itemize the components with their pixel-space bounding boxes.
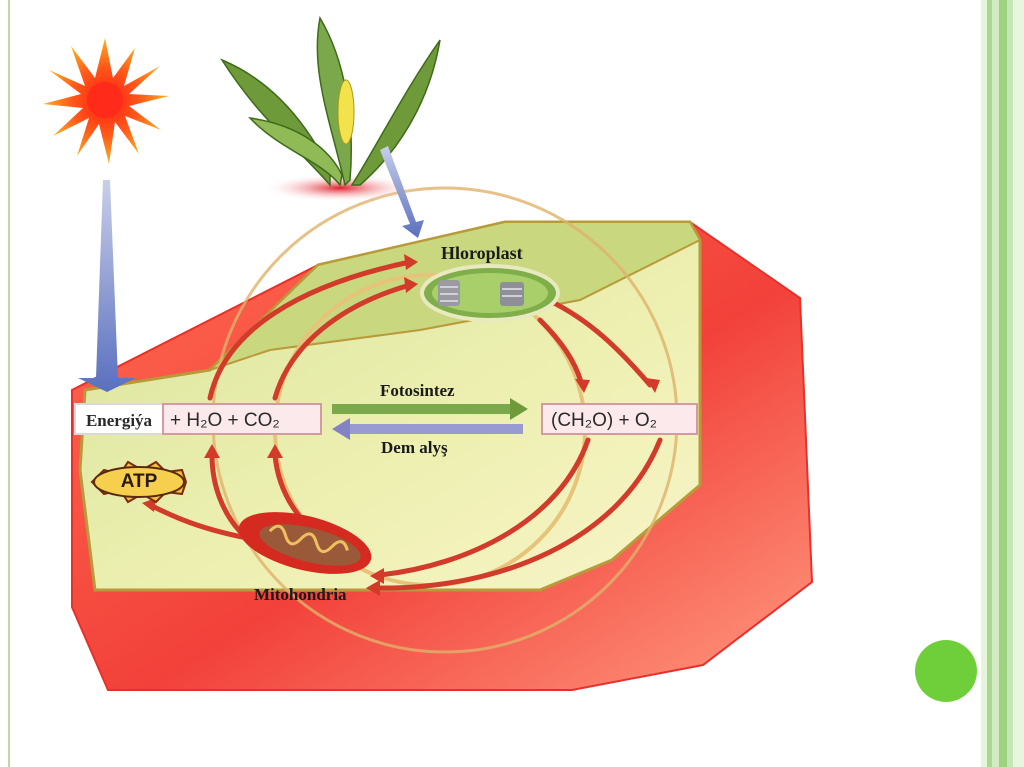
sun-icon [43, 38, 169, 164]
cycle-arrows [147, 259, 663, 591]
plant-icon [220, 15, 441, 202]
photosynthesis-arrow [332, 398, 528, 420]
slide-border-stripe [992, 0, 999, 767]
plant-arrow [380, 146, 424, 238]
equation-reactants: + H₂O + CO₂ [162, 403, 322, 435]
sun-energy-arrow [78, 180, 136, 392]
energy-label: Energiýa [74, 403, 164, 435]
atp-burst [90, 460, 188, 504]
arrow-heads [142, 254, 660, 596]
mitochondria-label: Mitohondria [254, 585, 347, 604]
slide-accent-dot [915, 640, 977, 702]
atp-label: ATP [120, 471, 158, 492]
slide-border-stripe [987, 0, 992, 767]
photosynthesis-label: Fotosintez [380, 381, 455, 400]
slide-border-stripe [1013, 0, 1024, 767]
slide-border-stripe [981, 0, 987, 767]
chloroplast-icon [420, 264, 560, 322]
equation-products: (CH₂O) + O₂ [541, 403, 698, 435]
slide-left-border [0, 0, 10, 767]
chloroplast-label: Hloroplast [441, 243, 523, 263]
cell-energy-diagram [43, 15, 814, 691]
slide-border-stripe [1007, 0, 1013, 767]
respiration-label: Dem alyş [381, 438, 448, 457]
slide-border-stripe [999, 0, 1007, 767]
mitochondrion-icon [238, 512, 372, 574]
respiration-arrow [332, 418, 523, 440]
